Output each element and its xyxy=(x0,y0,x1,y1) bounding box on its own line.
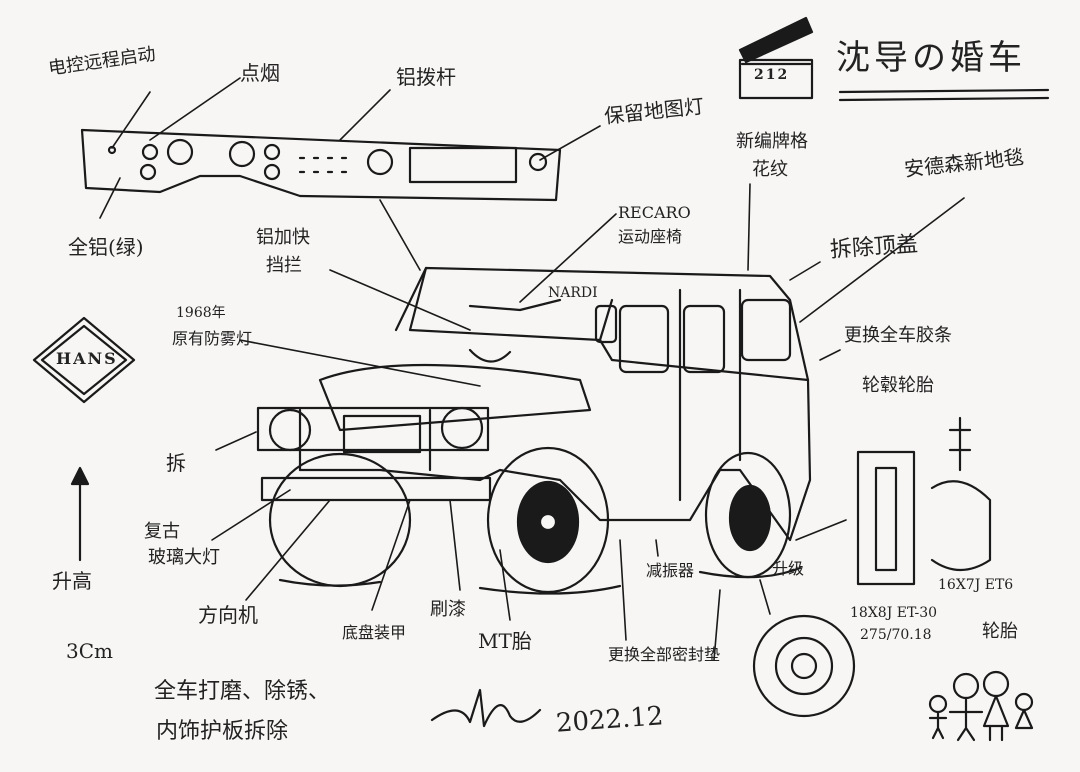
front-wheel xyxy=(486,446,610,594)
left-wheel xyxy=(268,452,412,588)
label-pattern: 花纹 xyxy=(752,159,788,180)
label-seal-pads: 更换全部密封垫 xyxy=(608,645,721,664)
label-tire-size-1: 16X7J ET6 xyxy=(938,577,1014,593)
page-title: 沈导の婚车 xyxy=(836,38,1026,78)
label-lamp-desc: 原有防雾灯 xyxy=(172,329,253,348)
jeep-body xyxy=(256,266,812,542)
label-shock: 减振器 xyxy=(646,561,695,580)
family-icon xyxy=(928,670,1034,742)
label-new-weave: 新编牌格 xyxy=(736,131,808,152)
leader-lines xyxy=(99,77,965,661)
clapperboard-icon xyxy=(738,16,814,100)
label-nardi: NARDI xyxy=(548,285,598,301)
label-tire-size-2: 18X8J ET-30 xyxy=(850,605,938,621)
label-steering: 方向机 xyxy=(198,603,258,627)
label-remove: 拆 xyxy=(166,451,186,475)
label-recaro: RECARO xyxy=(618,203,691,222)
signature xyxy=(430,688,542,728)
label-raise-1: 升高 xyxy=(52,569,92,593)
label-lamp-year: 1968年 xyxy=(176,305,226,321)
label-wheel-hub: 轮毂轮胎 xyxy=(862,375,934,396)
label-cigarette-lighter: 点烟 xyxy=(240,61,280,85)
label-tires: 轮胎 xyxy=(982,621,1018,642)
label-chassis: 底盘装甲 xyxy=(342,623,407,642)
logo-text: HANS xyxy=(56,349,118,368)
label-retro-2: 玻璃大灯 xyxy=(148,547,220,568)
note-line-1: 全车打磨、除锈、 xyxy=(154,679,331,704)
label-retro-1: 复古 xyxy=(144,521,180,542)
wheel-hub-sketch xyxy=(856,416,992,586)
label-aluminum-guard-2: 挡拦 xyxy=(266,255,302,276)
label-aluminum-guard-1: 铝加快 xyxy=(256,227,310,248)
tire-sketch xyxy=(752,614,856,718)
label-paint: 刷漆 xyxy=(430,599,466,620)
hans-logo xyxy=(32,316,136,404)
label-aluminum-lever: 铝拨杆 xyxy=(396,65,456,89)
clapperboard-label: 212 xyxy=(754,67,790,83)
label-raise-2: 3Cm xyxy=(66,639,113,663)
label-mt-tire: MT胎 xyxy=(478,629,532,653)
note-line-2: 内饰护板拆除 xyxy=(156,719,289,744)
label-full-seal: 更换全车胶条 xyxy=(844,325,952,346)
label-aluminum-dash: 全铝(绿) xyxy=(68,235,144,259)
label-sport-seat: 运动座椅 xyxy=(618,227,683,246)
dashboard-panel xyxy=(80,128,562,202)
label-tire-size-3: 275/70.18 xyxy=(860,627,932,643)
label-lift: 升级 xyxy=(772,559,805,578)
